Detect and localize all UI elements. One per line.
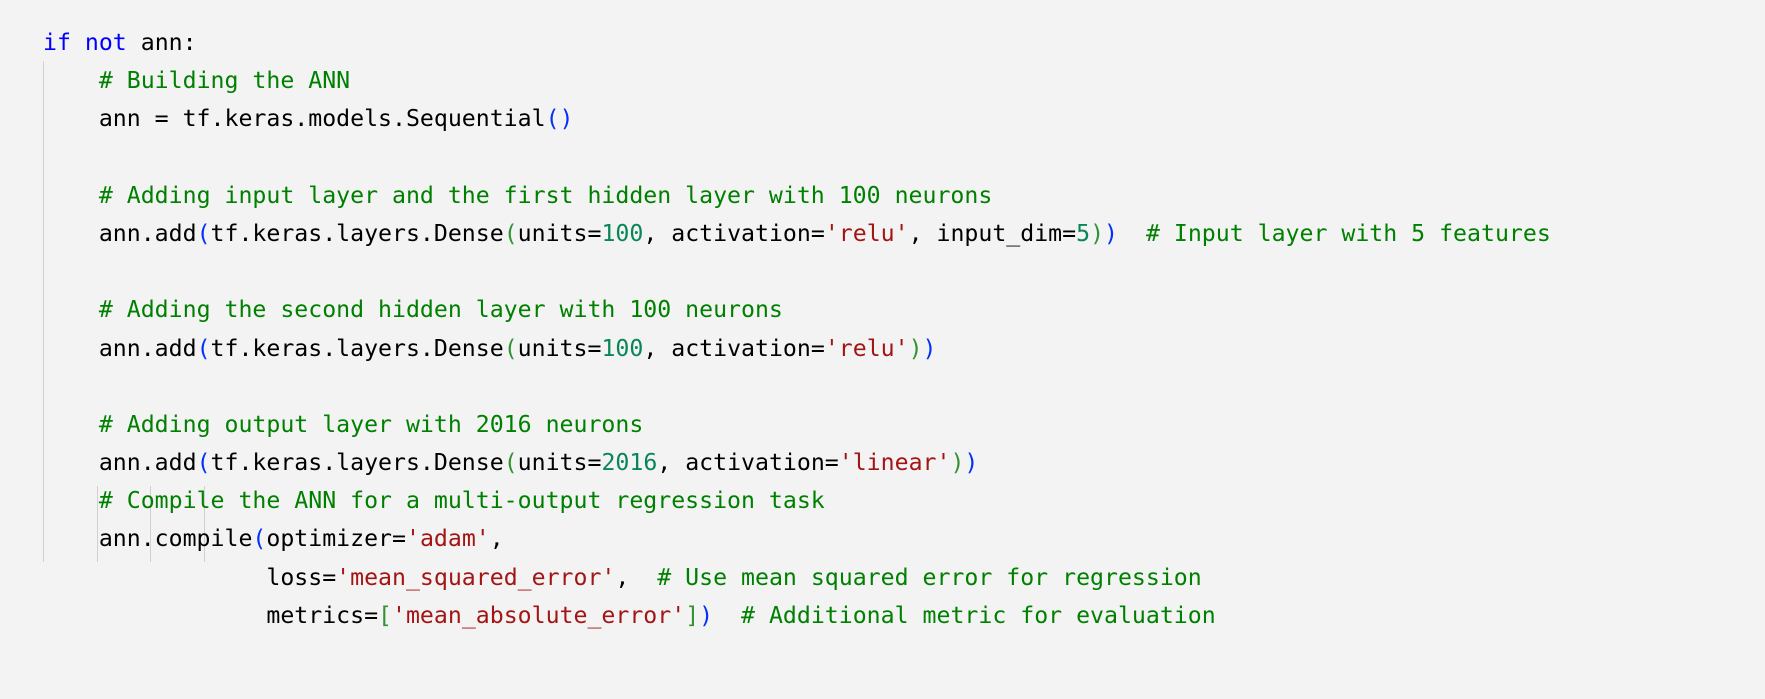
code-token: ann.add [43,334,197,362]
code-token: ( [503,219,518,247]
code-token: , [615,563,658,591]
code-token: tf.keras.layers.Dense [210,219,504,247]
code-token: [ [378,601,393,629]
code-token: , activation= [657,449,839,477]
code-token: # Compile the ANN for a multi-output reg… [98,487,825,515]
code-token: 100 [601,334,644,362]
code-token: 2016 [601,449,658,477]
code-line: loss='mean_squared_error', # Use mean sq… [43,559,1551,597]
code-token: 'linear' [838,449,951,477]
indent-guide [97,486,98,562]
code-token: # Adding the second hidden layer with 10… [98,296,783,324]
code-token: ) [908,334,923,362]
code-token: ann.add [43,449,197,477]
code-token: # Additional metric for evaluation [741,601,1216,629]
code-line: # Adding output layer with 2016 neurons [43,406,1551,444]
code-token [43,487,99,514]
code-token: not [84,29,127,56]
code-line: # Compile the ANN for a multi-output reg… [43,482,1551,520]
code-token: ) [922,334,937,362]
code-token: 'relu' [824,219,909,247]
code-token: ] [685,601,700,629]
code-line [43,368,1551,406]
code-token: ann.add [43,219,197,247]
code-line: # Adding the second hidden layer with 10… [43,291,1551,329]
code-token: # Adding output layer with 2016 neurons [98,410,644,438]
code-token: units= [517,219,602,247]
code-token: () [545,105,574,133]
code-token: ) [964,449,979,477]
code-line: ann.add(tf.keras.layers.Dense(units=100,… [43,330,1551,368]
code-token: ann: [126,29,197,56]
code-token: 'adam' [405,525,490,553]
code-token: ) [1104,219,1119,247]
code-token: ( [252,525,267,553]
code-token: units= [517,334,602,362]
code-token: if [43,29,71,56]
code-line [43,253,1551,291]
code-token: , activation= [643,219,825,247]
code-token: ( [196,334,211,362]
code-token [43,411,99,438]
indent-guide [204,486,205,562]
code-token: 'mean_squared_error' [336,563,616,591]
code-token: , [489,525,504,553]
code-token [713,602,741,629]
code-token: # Input layer with 5 features [1145,219,1551,247]
code-line: # Building the ANN [43,62,1551,100]
code-token: loss= [43,563,337,591]
code-token: ann = tf.keras.models.Sequential [43,105,546,133]
code-token: 100 [601,219,644,247]
code-token: , input_dim= [908,219,1077,247]
code-block: if not ann: # Building the ANN ann = tf.… [43,24,1551,635]
code-token: ) [1090,219,1105,247]
code-token [71,29,85,56]
code-token: ) [950,449,965,477]
code-token: ( [503,334,518,362]
code-line: ann = tf.keras.models.Sequential() [43,100,1551,138]
code-token: optimizer= [266,525,406,553]
code-line: ann.add(tf.keras.layers.Dense(units=2016… [43,444,1551,482]
code-token [1118,220,1146,247]
code-token: # Adding input layer and the first hidde… [98,181,993,209]
code-line: ann.compile(optimizer='adam', [43,520,1551,558]
code-token [43,67,99,94]
code-token: ( [503,449,518,477]
code-token: ) [699,601,714,629]
code-token: units= [517,449,602,477]
code-token: , activation= [643,334,825,362]
code-token: 'relu' [824,334,909,362]
code-line: metrics=['mean_absolute_error']) # Addit… [43,597,1551,635]
code-token: # Use mean squared error for regression [657,563,1202,591]
code-token: ann.compile [43,525,253,553]
indent-guide [150,486,151,562]
code-token [43,182,99,209]
code-line: # Adding input layer and the first hidde… [43,177,1551,215]
code-token: # Building the ANN [98,67,351,95]
code-line: if not ann: [43,24,1551,62]
code-token: 'mean_absolute_error' [392,601,686,629]
code-token: ( [196,219,211,247]
code-line [43,139,1551,177]
code-token: tf.keras.layers.Dense [210,449,504,477]
code-token: metrics= [43,601,379,629]
code-line: ann.add(tf.keras.layers.Dense(units=100,… [43,215,1551,253]
code-token: 5 [1076,219,1091,247]
code-token [43,296,99,323]
code-token: tf.keras.layers.Dense [210,334,504,362]
indent-guide [43,61,44,562]
code-token: ( [196,449,211,477]
